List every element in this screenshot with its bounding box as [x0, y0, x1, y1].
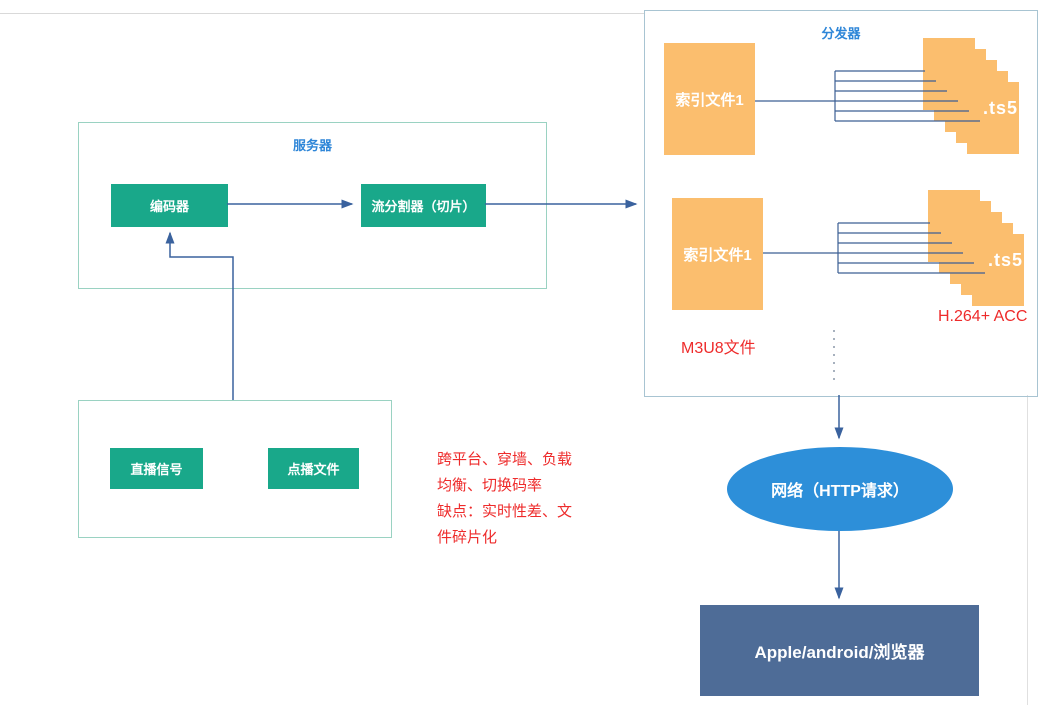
sources-group-box: 直播信号 点播文件 [78, 400, 392, 538]
note-line-1: 跨平台、穿墙、负载 [437, 451, 573, 468]
network-label: 网络（HTTP请求） [771, 483, 909, 500]
network-node: 网络（HTTP请求） [727, 447, 953, 531]
ts-page [967, 82, 1019, 154]
note-line-4: 件碎片化 [437, 529, 498, 546]
ts-page [972, 234, 1024, 306]
stream-splitter-node: 流分割器（切片） [361, 184, 486, 227]
ts-stack-label-1: .ts5 [982, 98, 1018, 118]
distributor-group-box: 分发器 [644, 10, 1038, 397]
client-node: Apple/android/浏览器 [700, 605, 979, 696]
server-group-title: 服务器 [292, 138, 332, 153]
server-group-box: 服务器 编码器 流分割器（切片） [78, 122, 547, 289]
distributor-group-title: 分发器 [821, 26, 861, 41]
client-label: Apple/android/浏览器 [754, 643, 925, 662]
note-line-3: 缺点：实时性差、文 [437, 503, 573, 520]
codec-label: H.264+ ACC [938, 308, 1028, 325]
live-signal-node: 直播信号 [110, 448, 203, 489]
index-file-node-2: 索引文件1 [672, 198, 763, 310]
ts-stack-label-2: .ts5 [987, 250, 1023, 270]
m3u8-label: M3U8文件 [681, 340, 756, 357]
note-line-2: 均衡、切换码率 [437, 477, 543, 494]
canvas-edge-vertical [1027, 395, 1028, 705]
canvas-edge-horizontal [0, 13, 644, 14]
encoder-node: 编码器 [111, 184, 228, 227]
ts-segments-stack-2: .ts5 [928, 190, 1024, 306]
vod-file-node: 点播文件 [268, 448, 359, 489]
index-file-node-1: 索引文件1 [664, 43, 755, 155]
pros-cons-note: 跨平台、穿墙、负载 均衡、切换码率 缺点：实时性差、文 件碎片化 [437, 447, 572, 551]
ts-segments-stack-1: .ts5 [923, 38, 1019, 154]
